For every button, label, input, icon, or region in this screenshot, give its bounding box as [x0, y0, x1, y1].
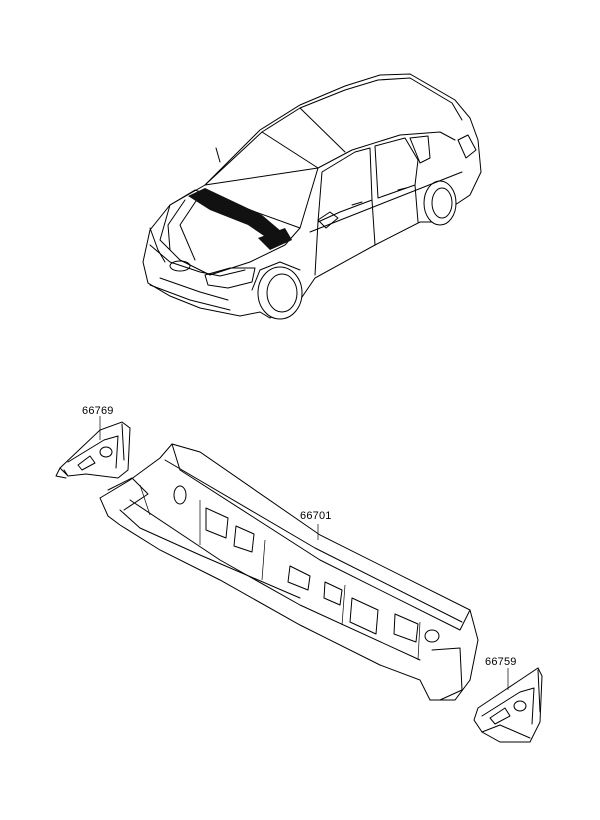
part-number-66701[interactable]: 66701 [300, 510, 332, 522]
part-66769-illustration [55, 416, 131, 479]
part-66759-illustration [473, 667, 543, 743]
car-illustration [142, 73, 482, 320]
part-66701-illustration [99, 443, 479, 701]
part-number-66769[interactable]: 66769 [82, 405, 114, 417]
part-number-66759[interactable]: 66759 [485, 656, 517, 668]
